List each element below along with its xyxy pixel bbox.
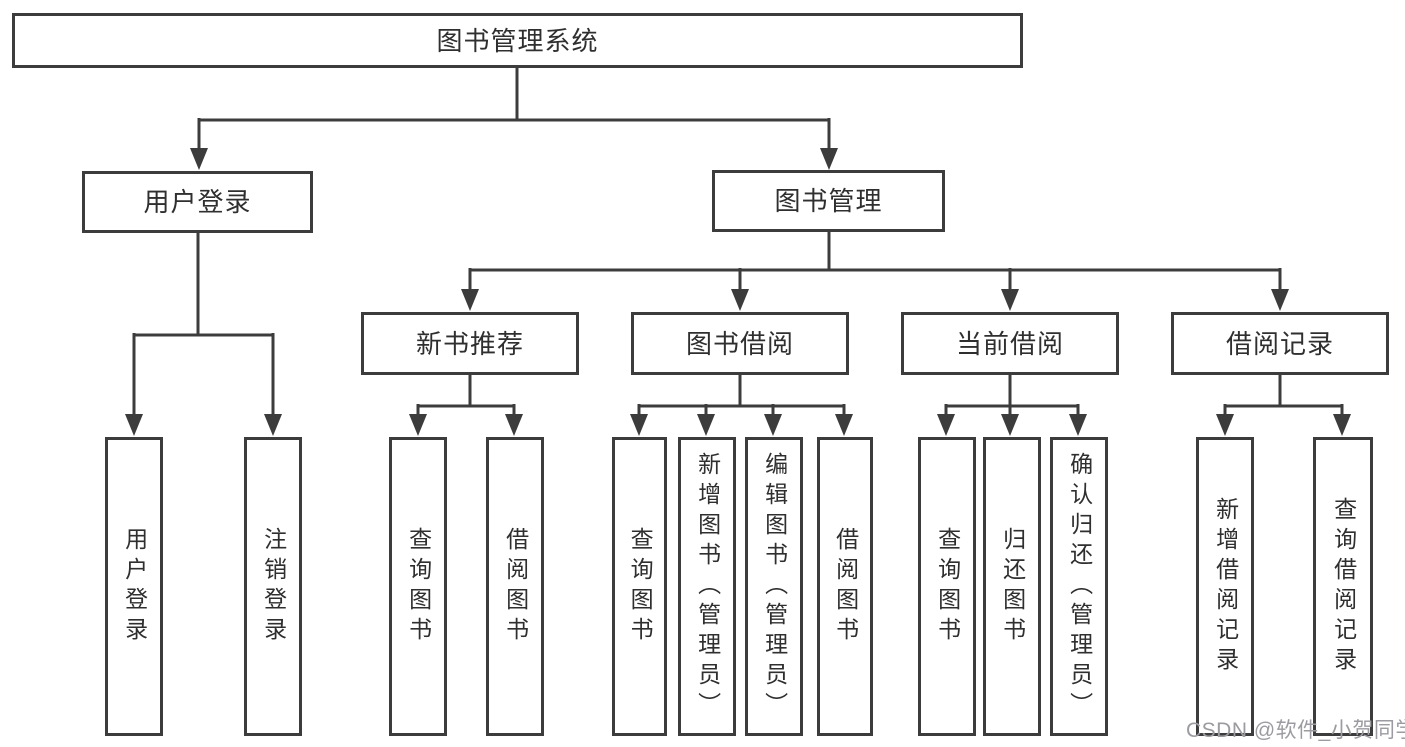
- watermark: CSDN @软件_小贺同学: [1186, 719, 1405, 742]
- leaf-borrow-add-admin: 新增图书（管理员）: [678, 437, 736, 736]
- leaf-borrow-edit-admin: 编辑图书（管理员）: [745, 437, 803, 736]
- node-book-borrow: 图书借阅: [631, 312, 849, 375]
- leaf-borrow-borrow: 借阅图书: [817, 437, 873, 736]
- leaf-current-query: 查询图书: [918, 437, 976, 736]
- node-borrow-records: 借阅记录: [1171, 312, 1389, 375]
- leaf-records-query: 查询借阅记录: [1313, 437, 1373, 736]
- node-user-login: 用户登录: [82, 171, 313, 233]
- node-book-management: 图书管理: [712, 170, 945, 232]
- node-root: 图书管理系统: [12, 13, 1023, 68]
- leaf-newbooks-query: 查询图书: [389, 437, 447, 736]
- leaf-current-confirm-admin: 确认归还（管理员）: [1050, 437, 1108, 736]
- node-new-book-recommend: 新书推荐: [361, 312, 579, 375]
- leaf-current-return: 归还图书: [983, 437, 1041, 736]
- node-current-borrow: 当前借阅: [901, 312, 1119, 375]
- leaf-borrow-query: 查询图书: [612, 437, 667, 736]
- leaf-user-login: 用户登录: [105, 437, 163, 736]
- leaf-logout: 注销登录: [244, 437, 302, 736]
- leaf-records-add: 新增借阅记录: [1196, 437, 1254, 736]
- leaf-newbooks-borrow: 借阅图书: [486, 437, 544, 736]
